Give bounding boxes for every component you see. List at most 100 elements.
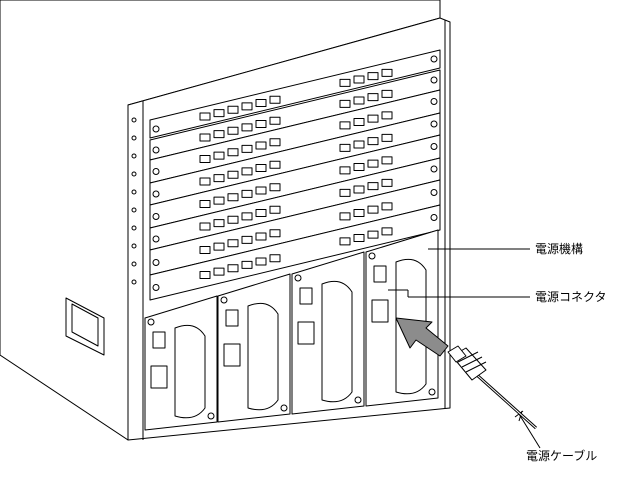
port [353, 96, 365, 105]
screw [152, 146, 160, 154]
port [339, 99, 351, 108]
port [213, 242, 225, 251]
port [227, 264, 239, 273]
card-slots [131, 49, 441, 301]
port [367, 93, 379, 102]
port [269, 205, 281, 214]
power-cable [447, 345, 538, 430]
bezel-screw [131, 225, 137, 231]
psu-bay [144, 295, 218, 431]
port [241, 144, 253, 153]
port [227, 148, 239, 157]
bezel-screw [131, 189, 137, 195]
port [213, 130, 225, 139]
port [367, 205, 379, 214]
port [255, 141, 267, 150]
screw [152, 235, 160, 243]
screw [152, 213, 160, 220]
port [213, 267, 225, 276]
psu-latch [225, 309, 239, 327]
port [241, 102, 253, 111]
psu-screw [354, 396, 362, 404]
port [339, 143, 351, 152]
psu-connector [150, 365, 168, 389]
psu-bay [291, 251, 365, 415]
screw [430, 189, 438, 196]
port [269, 116, 281, 125]
port [255, 232, 267, 241]
screw [430, 214, 438, 221]
psu-latch [373, 265, 387, 283]
port [213, 174, 225, 183]
port [227, 239, 239, 248]
port [269, 254, 281, 263]
port [199, 200, 211, 208]
port [381, 202, 393, 211]
port [353, 140, 365, 149]
screw [430, 120, 438, 128]
port [255, 99, 267, 108]
port [381, 89, 393, 98]
port [381, 227, 393, 236]
power-cable-label: 電源ケーブル [526, 449, 598, 463]
psu-handle [321, 280, 353, 403]
port [227, 193, 239, 202]
port [367, 230, 379, 239]
psu-handle [395, 258, 427, 395]
bezel-screw [131, 243, 137, 249]
port [381, 133, 393, 142]
screw [430, 143, 438, 150]
port [367, 137, 379, 146]
psu-screw [220, 296, 228, 304]
psu-latch [299, 287, 313, 305]
port [199, 177, 211, 186]
psu-connector [371, 299, 389, 323]
port [353, 75, 365, 84]
psu-screw [207, 412, 215, 420]
port [227, 170, 239, 179]
port [269, 95, 281, 104]
port [255, 257, 267, 266]
port [381, 156, 393, 165]
psu-screw [147, 318, 155, 326]
bezel-screw [131, 261, 137, 267]
power-unit-label: 電源機構 [535, 242, 584, 256]
port [241, 123, 253, 132]
screw [152, 125, 160, 133]
port [353, 163, 365, 172]
port [367, 114, 379, 123]
port [367, 159, 379, 168]
psu-connector [297, 321, 315, 345]
psu-bay [365, 229, 439, 407]
card-slot [149, 49, 441, 139]
port [339, 188, 351, 197]
bezel-screw [131, 207, 137, 213]
port [353, 185, 365, 194]
psu-handle [174, 324, 206, 419]
psu-screw [294, 274, 302, 282]
psu-latch [152, 331, 166, 349]
port [241, 212, 253, 221]
port [227, 105, 239, 114]
port [241, 189, 253, 198]
port [199, 155, 211, 163]
port [199, 112, 211, 121]
port [255, 164, 267, 173]
bezel-screw [131, 171, 137, 177]
port [199, 133, 211, 142]
port [353, 118, 365, 127]
psu-bay [217, 273, 291, 423]
port [269, 183, 281, 192]
psu-screw [428, 388, 436, 396]
port [241, 235, 253, 244]
psu-screw [368, 252, 376, 260]
psu-connector [223, 343, 241, 367]
port [339, 121, 351, 130]
port [339, 166, 351, 175]
screw [430, 55, 438, 63]
port [269, 160, 281, 169]
port [339, 212, 351, 221]
port [381, 178, 393, 187]
